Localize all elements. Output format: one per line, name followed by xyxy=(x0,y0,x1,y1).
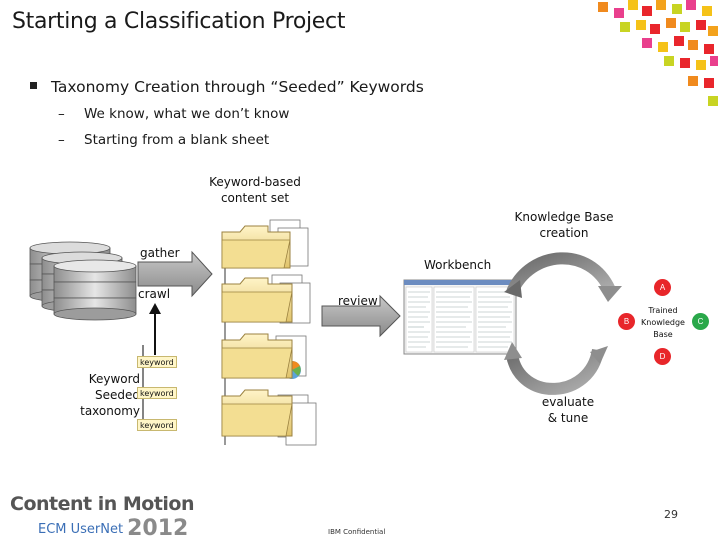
sub-bullet-2: – Starting from a blank sheet xyxy=(58,132,269,148)
logo-title: Content in Motion xyxy=(10,493,195,515)
workbench-screenshot xyxy=(403,279,517,355)
bullet-square-icon xyxy=(30,82,37,89)
gather-arrow xyxy=(137,250,213,298)
top-curved-arrow xyxy=(506,252,616,295)
sub-bullet-dash: – xyxy=(58,106,65,122)
crawl-arrow-head xyxy=(149,303,161,314)
page-number: 29 xyxy=(664,508,678,521)
confidential-label: IBM Confidential xyxy=(328,528,386,536)
content-folder-4 xyxy=(221,389,317,446)
content-folder-1 xyxy=(221,219,309,269)
keyword-tag: keyword xyxy=(137,356,177,368)
keyword-tag: keyword xyxy=(137,387,177,399)
crawl-label: crawl xyxy=(138,287,171,301)
logo-subtitle: ECM UserNet xyxy=(38,522,124,537)
database-stack-icon xyxy=(29,241,137,321)
sub-bullet-text: Starting from a blank sheet xyxy=(84,132,270,148)
workbench-label: Workbench xyxy=(424,258,492,272)
main-bullet: Taxonomy Creation through “Seeded” Keywo… xyxy=(30,78,424,96)
review-arrow xyxy=(321,294,401,338)
keyword-seeded-taxonomy-label: Keyword Seeded taxonomy xyxy=(80,372,140,418)
bottom-curved-arrow xyxy=(506,348,604,395)
main-bullet-text: Taxonomy Creation through “Seeded” Keywo… xyxy=(51,78,424,96)
badge-c: C xyxy=(692,313,709,330)
trained-knowledge-base-label: Trained Knowledge Base xyxy=(641,306,685,339)
content-set-label: Keyword-based content set xyxy=(209,175,301,205)
badge-d: D xyxy=(654,348,671,365)
content-folder-3 xyxy=(221,333,307,379)
logo-year: 2012 xyxy=(127,516,189,540)
content-folder-2 xyxy=(221,274,311,324)
evaluate-tune-label: evaluate & tune xyxy=(541,395,595,425)
sub-bullet-dash: – xyxy=(58,132,65,148)
badge-a: A xyxy=(654,279,671,296)
slide-title: Starting a Classification Project xyxy=(12,9,346,34)
badge-b: B xyxy=(618,313,635,330)
review-label: review xyxy=(338,294,378,308)
knowledge-base-creation-label: Knowledge Base creation xyxy=(514,210,614,240)
decorative-cubes-graphic xyxy=(598,0,718,106)
keyword-tag: keyword xyxy=(137,419,177,431)
gather-label: gather xyxy=(140,246,180,260)
sub-bullet-text: We know, what we don’t know xyxy=(84,106,290,122)
sub-bullet-1: – We know, what we don’t know xyxy=(58,106,289,122)
